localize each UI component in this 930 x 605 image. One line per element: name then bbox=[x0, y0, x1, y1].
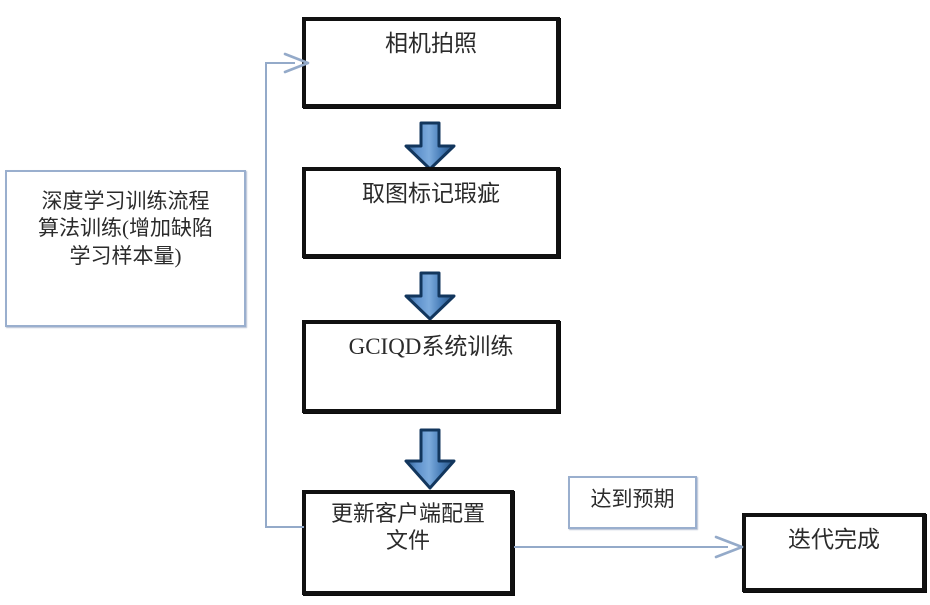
connector-update-to-done-line bbox=[514, 546, 728, 548]
connector-feedback-vertical-segment bbox=[265, 62, 267, 528]
block-arrow-down-icon-capture-to-mark bbox=[404, 121, 456, 171]
node-camera-capture[interactable]: 相机拍照 bbox=[302, 17, 560, 108]
node-gciqd-training[interactable]: GCIQD系统训练 bbox=[302, 320, 560, 413]
note-box-line-2: 算法训练(增加缺陷 学习样本量) bbox=[38, 216, 213, 268]
node-mark-defects-label: 取图标记瑕疵 bbox=[362, 181, 500, 206]
node-iteration-done-label: 迭代完成 bbox=[788, 527, 880, 552]
arrow-right-icon-update-to-done bbox=[714, 535, 744, 559]
block-arrow-down-icon-training-to-update bbox=[404, 428, 456, 490]
node-update-client-config-label: 更新客户端配置 文件 bbox=[330, 501, 485, 553]
note-box-content: 深度学习训练流程 算法训练(增加缺陷 学习样本量) bbox=[7, 172, 244, 280]
node-update-client-config[interactable]: 更新客户端配置 文件 bbox=[302, 490, 514, 595]
arrow-right-icon-feedback-loop bbox=[283, 52, 310, 74]
block-arrow-down-icon-mark-to-training bbox=[404, 271, 456, 321]
node-mark-defects[interactable]: 取图标记瑕疵 bbox=[302, 167, 560, 258]
connector-feedback-bottom-segment bbox=[265, 526, 304, 528]
node-gciqd-training-label: GCIQD系统训练 bbox=[348, 334, 514, 359]
edge-label-meets-expectation: 达到预期 bbox=[568, 476, 697, 529]
note-box-line-1: 深度学习训练流程 bbox=[41, 189, 210, 213]
note-box-deep-learning-training: 深度学习训练流程 算法训练(增加缺陷 学习样本量) bbox=[5, 170, 246, 327]
connector-feedback-top-segment bbox=[265, 62, 295, 64]
node-camera-capture-label: 相机拍照 bbox=[385, 31, 477, 56]
edge-label-meets-expectation-text: 达到预期 bbox=[590, 487, 675, 511]
node-iteration-done[interactable]: 迭代完成 bbox=[742, 513, 926, 592]
